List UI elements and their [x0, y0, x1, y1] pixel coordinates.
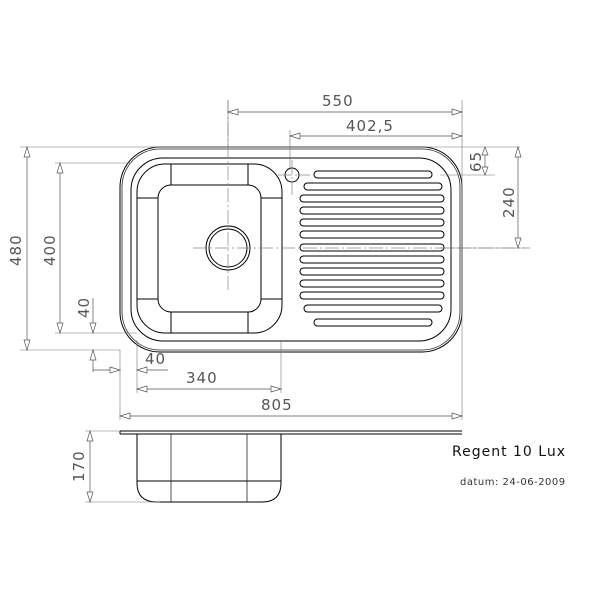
arrow-icon — [118, 412, 131, 420]
dim-overall-depth: 480 — [7, 234, 25, 266]
dim-bowl-center-offset: 340 — [186, 369, 218, 387]
dimension-lines: 550 402,5 480 400 40 40 340 — [7, 92, 525, 504]
arrow-icon — [56, 161, 64, 174]
arrow-icon — [23, 339, 31, 352]
bowl-profile — [136, 434, 282, 503]
arrow-icon — [514, 237, 522, 250]
dim-tap-hole-offset: 65 — [467, 151, 485, 172]
arrow-icon — [86, 491, 94, 504]
arrow-icon — [451, 132, 464, 140]
sink-deck-edge — [130, 157, 452, 342]
arrow-icon — [288, 132, 301, 140]
title-block: Regent 10 Lux datum: 24-06-2009 — [452, 444, 566, 488]
arrow-icon — [481, 166, 489, 176]
arrow-icon — [135, 385, 148, 393]
dim-rim-offset-side: 40 — [145, 350, 166, 368]
arrow-icon — [481, 146, 489, 156]
arrow-icon — [226, 108, 239, 116]
sink-side-view — [119, 430, 462, 503]
bowl-outer — [136, 163, 283, 334]
drawing-date: datum: 24-06-2009 — [460, 477, 566, 488]
arrow-icon — [451, 108, 464, 116]
arrow-icon — [89, 322, 97, 335]
dim-overall-width: 805 — [261, 396, 293, 414]
arrow-icon — [135, 366, 148, 374]
sink-outer-rim-inner — [121, 148, 461, 351]
arrow-icon — [514, 145, 522, 158]
dim-rim-offset-front: 40 — [75, 297, 93, 318]
arrow-icon — [86, 429, 94, 442]
bowl — [136, 163, 283, 334]
drainer-grooves — [299, 170, 445, 327]
arrow-icon — [89, 348, 97, 361]
dim-drainer-to-edge: 550 — [322, 92, 354, 110]
arrow-icon — [270, 385, 283, 393]
dim-bowl-depth-vertical: 170 — [70, 450, 88, 482]
product-name: Regent 10 Lux — [452, 444, 566, 460]
dim-drainer-width: 402,5 — [346, 117, 394, 135]
dim-bowl-depth: 400 — [41, 234, 59, 266]
dim-drain-center-height: 240 — [500, 186, 518, 218]
arrow-icon — [451, 412, 464, 420]
sink-plan-view — [119, 100, 530, 353]
arrow-icon — [109, 366, 122, 374]
arrow-icon — [56, 322, 64, 335]
bowl-floor — [157, 184, 262, 313]
arrow-icon — [23, 145, 31, 158]
